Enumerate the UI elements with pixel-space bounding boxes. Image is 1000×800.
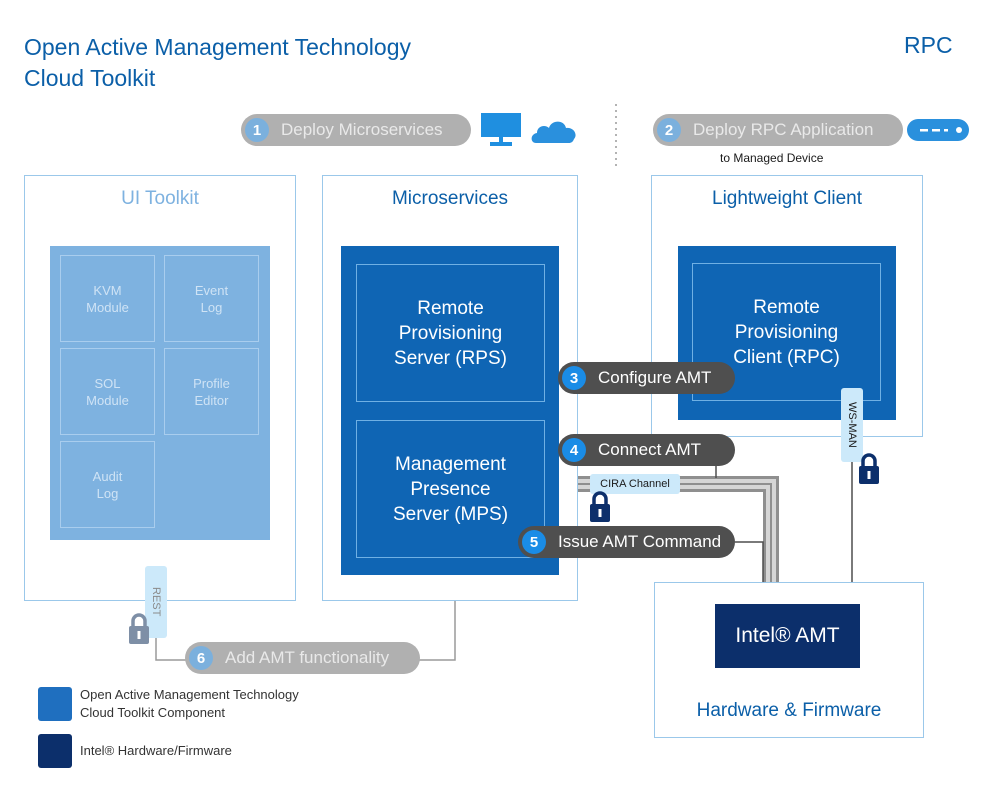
step-4-label: Connect AMT — [598, 440, 701, 459]
wsman-tag: WS-MAN — [841, 388, 863, 462]
legend-swatch-toolkit — [38, 687, 72, 721]
step-3-label: Configure AMT — [598, 368, 712, 387]
step-5-number: 5 — [522, 530, 546, 554]
microservices-panel — [341, 246, 559, 575]
step-2-deploy-rpc: 2 Deploy RPC Application — [653, 114, 903, 146]
step-6-label: Add AMT functionality — [225, 648, 390, 667]
title-line-2: Cloud Toolkit — [24, 65, 156, 91]
rpc-line3: Client (RPC) — [733, 346, 840, 368]
step-6-number: 6 — [189, 646, 213, 670]
kvm-line2: Module — [86, 299, 129, 315]
lock-icon — [859, 453, 879, 484]
microservices-title: Microservices — [391, 188, 509, 209]
rpc-line2: Provisioning — [734, 321, 839, 343]
legend-intel-line1: Intel® Hardware/Firmware — [80, 743, 232, 758]
step-2-number: 2 — [657, 118, 681, 142]
mps-box: Management Presence Server (MPS) — [356, 420, 545, 558]
legend-toolkit-line1: Open Active Management Technology — [80, 687, 299, 702]
legend-item-toolkit-component: Open Active Management Technology Cloud … — [38, 686, 299, 722]
kvm-line1: KVM — [93, 282, 122, 298]
profile-line1: Profile — [193, 375, 230, 391]
profile-line2: Editor — [194, 392, 229, 408]
step-5-label: Issue AMT Command — [558, 532, 722, 551]
legend: Open Active Management Technology Cloud … — [38, 686, 299, 768]
step-4-connect-amt: 4 Connect AMT — [558, 434, 735, 466]
rps-line1: Remote — [417, 297, 484, 319]
sol-line2: Module — [86, 392, 129, 408]
step-3-number: 3 — [562, 366, 586, 390]
page-title: Open Active Management Technology Cloud … — [24, 32, 411, 94]
rps-line2: Provisioning — [398, 322, 503, 344]
lock-icon — [590, 491, 610, 522]
cira-channel-tag: CIRA Channel — [590, 474, 680, 494]
step-2-label: Deploy RPC Application — [693, 120, 874, 139]
step-2-note: to Managed Device — [720, 151, 824, 165]
ui-toolkit-title: UI Toolkit — [121, 188, 199, 209]
cloud-icon — [531, 121, 576, 143]
step-1-deploy-microservices: 1 Deploy Microservices — [241, 114, 471, 146]
sol-line1: SOL — [94, 375, 121, 391]
rest-tag: REST — [145, 566, 167, 638]
rpc-line1: Remote — [753, 296, 820, 318]
legend-toolkit-line2: Cloud Toolkit Component — [80, 705, 226, 720]
step-1-label: Deploy Microservices — [281, 120, 443, 139]
step-3-configure-amt: 3 Configure AMT — [558, 362, 735, 394]
rps-box: Remote Provisioning Server (RPS) — [356, 264, 545, 402]
step-5-issue-amt-command: 5 Issue AMT Command — [518, 526, 735, 558]
mps-line3: Server (MPS) — [392, 503, 509, 525]
intel-amt-box: Intel® AMT — [715, 604, 860, 668]
monitor-icon — [481, 113, 521, 146]
step-4-number: 4 — [562, 438, 586, 462]
mps-line2: Presence — [410, 478, 491, 500]
title-line-1: Open Active Management Technology — [24, 34, 411, 60]
ui-toolkit-panel — [50, 246, 270, 540]
device-icon — [907, 119, 969, 141]
lightweight-client-title: Lightweight Client — [712, 188, 862, 209]
event-line2: Log — [200, 299, 223, 315]
hardware-firmware-title: Hardware & Firmware — [696, 700, 882, 721]
legend-item-intel-hardware: Intel® Hardware/Firmware — [38, 734, 299, 768]
audit-line2: Log — [96, 485, 119, 501]
legend-swatch-intel — [38, 734, 72, 768]
rpc-box: Remote Provisioning Client (RPC) — [692, 263, 881, 401]
event-line1: Event — [194, 282, 229, 298]
audit-line1: Audit — [92, 468, 123, 484]
rps-line3: Server (RPS) — [394, 347, 507, 369]
mps-line1: Management — [395, 453, 506, 475]
rpc-heading: RPC — [904, 32, 953, 58]
lock-icon — [129, 613, 149, 644]
step-1-number: 1 — [245, 118, 269, 142]
step-6-add-amt-functionality: 6 Add AMT functionality — [185, 642, 420, 674]
